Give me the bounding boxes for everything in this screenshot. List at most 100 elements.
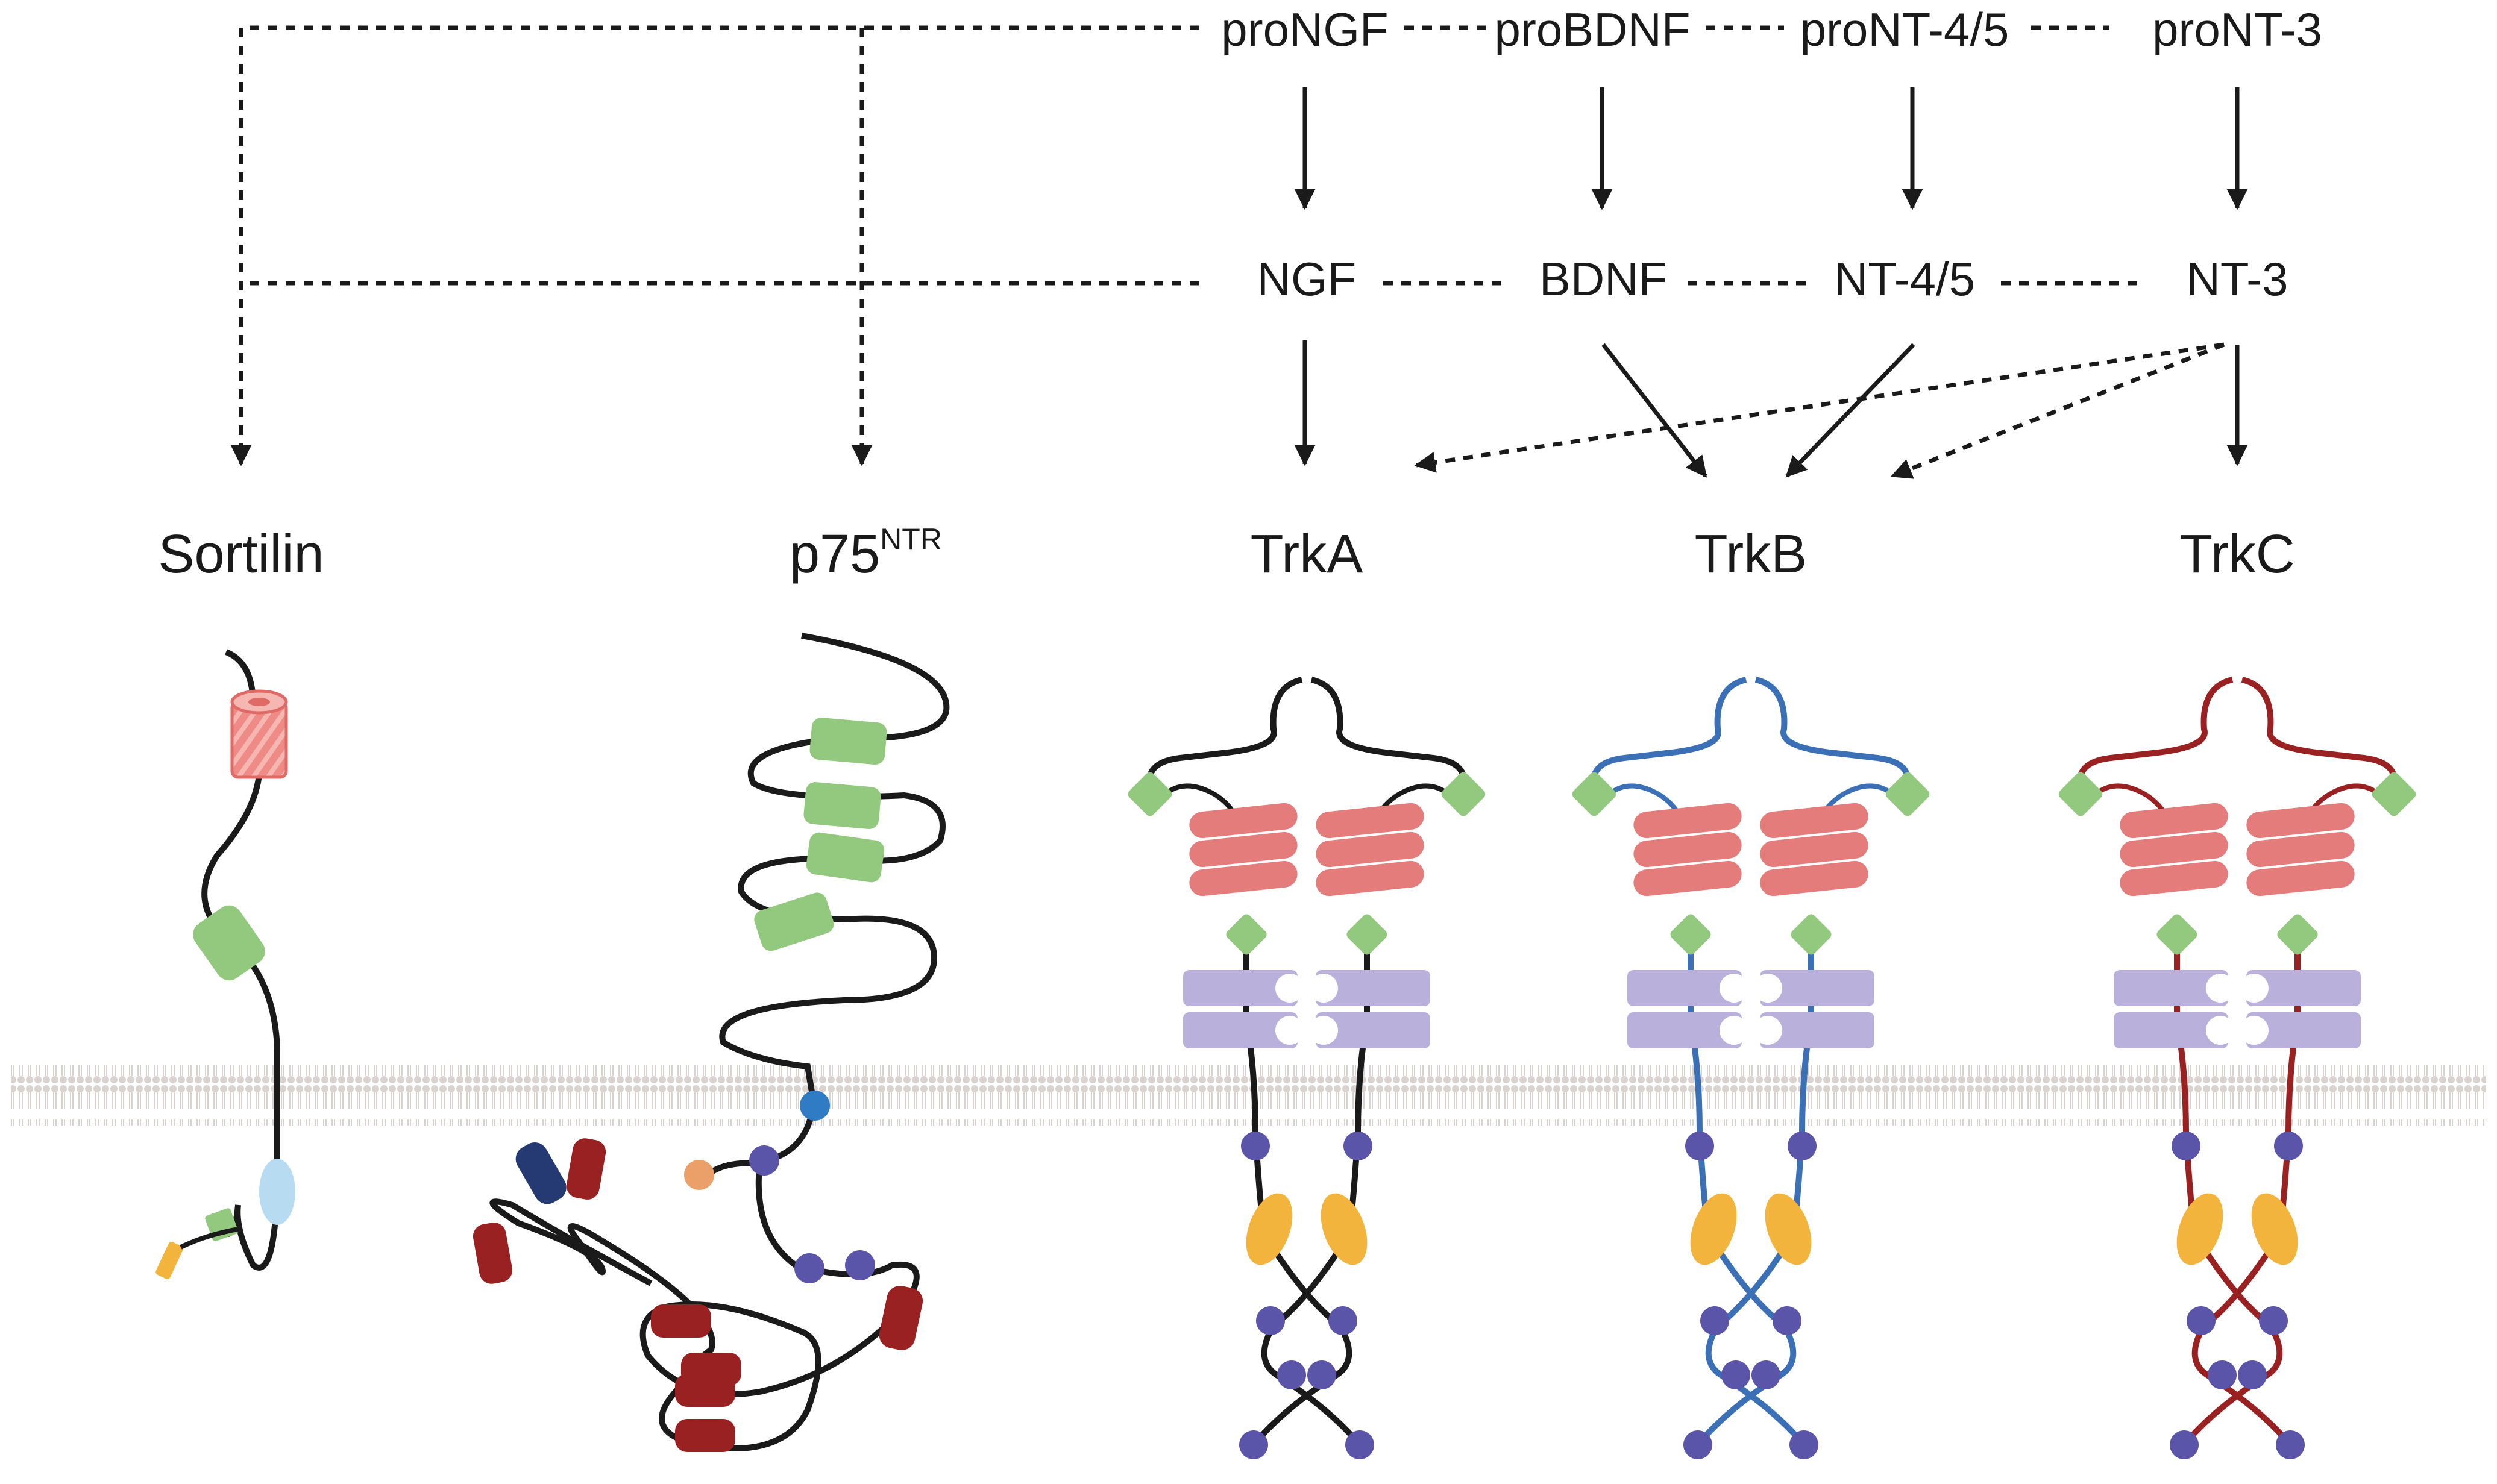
- pro-nt45-label: proNT-4/5: [1800, 3, 2009, 56]
- trka-tyrosine-site: [1345, 1430, 1374, 1459]
- trkb-receptor: [1572, 677, 1930, 1459]
- trkb-kinase-left: [1690, 1193, 1737, 1265]
- trkb-ig-cutout: [1753, 1016, 1782, 1045]
- trkb-ig-cutout: [1720, 974, 1748, 1003]
- trka-lrr-segment: [1189, 860, 1298, 897]
- receptor-row: Sortilin p75NTR TrkA TrkB TrkC: [158, 522, 2294, 584]
- trka-tyrosine-site: [1241, 1132, 1270, 1160]
- trka-kinase-right: [1321, 1193, 1368, 1265]
- trka-ig-domain: [1183, 1012, 1298, 1048]
- trkc-ig-domain: [2246, 1012, 2361, 1048]
- trka-tyrosine-site: [1239, 1430, 1268, 1459]
- trkc-tyrosine-site: [2274, 1132, 2303, 1160]
- nt45-label: NT-4/5: [1834, 252, 1975, 305]
- trka-lrr-segment: [1316, 831, 1424, 868]
- trkb-lrr-segment: [1760, 860, 1868, 897]
- trkb-ig-domain: [1760, 1012, 1874, 1048]
- trkc-ig-cutout: [2240, 974, 2269, 1003]
- trkc-cys-outer: [2372, 772, 2416, 816]
- trkc-lrr-segment: [2246, 831, 2355, 868]
- trkc-lrr-segment: [2120, 860, 2228, 897]
- trkb-tyrosine-site: [1751, 1360, 1780, 1389]
- sortilin-cyto-tail: [155, 1241, 183, 1280]
- nt3-label: NT-3: [2186, 252, 2288, 305]
- trkb-lrr-segment: [1633, 831, 1742, 868]
- trkb-tyrosine-site: [1700, 1306, 1729, 1335]
- cell-membrane: [11, 1065, 2486, 1126]
- trka-ig-cutout: [1275, 1016, 1304, 1045]
- trkc-tyrosine-site: [2276, 1430, 2305, 1459]
- trkb-chain-n-term: [1754, 677, 1912, 791]
- trkc-kinase-left: [2176, 1193, 2223, 1265]
- p75ntr-receptor: [473, 633, 950, 1452]
- trka-receptor: [1128, 677, 1486, 1459]
- trkb-ig-cutout: [1753, 974, 1782, 1003]
- trka-lrr-segment: [1189, 803, 1298, 839]
- trkb-tyrosine-site: [1685, 1132, 1714, 1160]
- trkc-ig-domain: [2246, 970, 2361, 1006]
- trkb-ig-domain: [1627, 970, 1742, 1006]
- trka-chain-n-term: [1146, 677, 1303, 791]
- trka-ig-domain: [1183, 970, 1298, 1006]
- trka-lrr-segment: [1316, 860, 1424, 897]
- trkb-lrr-segment: [1760, 831, 1868, 868]
- trkc-tyrosine-site: [2170, 1430, 2199, 1459]
- trkc-tyrosine-site: [2208, 1360, 2237, 1389]
- trka-chain-n-term: [1310, 677, 1468, 791]
- trka-cys-inner: [1346, 914, 1387, 955]
- trka-tyrosine-site: [1343, 1132, 1372, 1160]
- p75-cyto-end: [515, 1142, 567, 1204]
- trka-kinase-left: [1246, 1193, 1293, 1265]
- trkb-kinase-right: [1765, 1193, 1812, 1265]
- trka-lrr-segment: [1189, 831, 1298, 868]
- trkb-tyrosine-site: [1683, 1430, 1712, 1459]
- trka-tyrosine-site: [1256, 1306, 1285, 1335]
- trka-tyrosine-site: [1307, 1360, 1336, 1389]
- trkb-cys-inner: [1670, 914, 1711, 955]
- trkc-lrr-segment: [2246, 803, 2355, 839]
- trkc-chain-n-term: [2241, 677, 2398, 791]
- trkc-tyrosine-site: [2259, 1306, 2288, 1335]
- p75-tm-marker: [800, 1091, 830, 1121]
- trkc-lrr-segment: [2246, 860, 2355, 897]
- trkb-ig-cutout: [1720, 1016, 1748, 1045]
- trkc-ig-cutout: [2206, 1016, 2235, 1045]
- trkc-receptor: [2058, 677, 2416, 1459]
- trkc-tyrosine-site: [2187, 1306, 2216, 1335]
- p75-phospho-sites: [749, 1145, 875, 1283]
- trkc-cys-inner: [2156, 914, 2197, 955]
- trkc-ig-domain: [2114, 1012, 2228, 1048]
- trkc-tail-right: [2191, 1233, 2294, 1448]
- proneurotrophin-row: proNGF proBDNF proNT-4/5 proNT-3: [1221, 3, 2322, 56]
- trkb-lrr-segment: [1633, 803, 1742, 839]
- trk-receptors: [1128, 677, 2416, 1459]
- trka-ig-cutout: [1275, 974, 1304, 1003]
- trkc-ig-cutout: [2240, 1016, 2269, 1045]
- trkb-tyrosine-site: [1789, 1430, 1818, 1459]
- trkc-chain-n-term: [2076, 677, 2234, 791]
- trka-tail-right: [1261, 1233, 1363, 1448]
- sortilin-cys-domain: [193, 905, 265, 981]
- trka-ig-cutout: [1309, 974, 1338, 1003]
- trkc-tyrosine-site: [2238, 1360, 2267, 1389]
- trkb-tyrosine-site: [1773, 1306, 1801, 1335]
- p75-label: p75NTR: [790, 522, 942, 584]
- trkb-cys-outer: [1572, 772, 1616, 816]
- trka-tail-left: [1250, 1233, 1352, 1448]
- trkb-cys-outer: [1885, 772, 1930, 816]
- trkb-ig-domain: [1760, 970, 1874, 1006]
- ngf-label: NGF: [1257, 252, 1357, 305]
- solid-arrows: [1294, 87, 2248, 478]
- trka-tyrosine-site: [1277, 1360, 1306, 1389]
- sortilin-label: Sortilin: [158, 524, 324, 584]
- trkb-tyrosine-site: [1788, 1132, 1817, 1160]
- trka-cys-inner: [1226, 914, 1267, 955]
- trkc-lrr-segment: [2120, 831, 2228, 868]
- sortilin-tm-domain: [259, 1159, 295, 1225]
- trkb-cys-inner: [1791, 914, 1832, 955]
- trkc-cys-inner: [2277, 914, 2318, 955]
- trka-tyrosine-site: [1328, 1306, 1357, 1335]
- neurotrophin-row: NGF BDNF NT-4/5 NT-3: [1257, 252, 2288, 305]
- trkb-lrr-segment: [1633, 860, 1742, 897]
- trkb-label: TrkB: [1695, 524, 1808, 584]
